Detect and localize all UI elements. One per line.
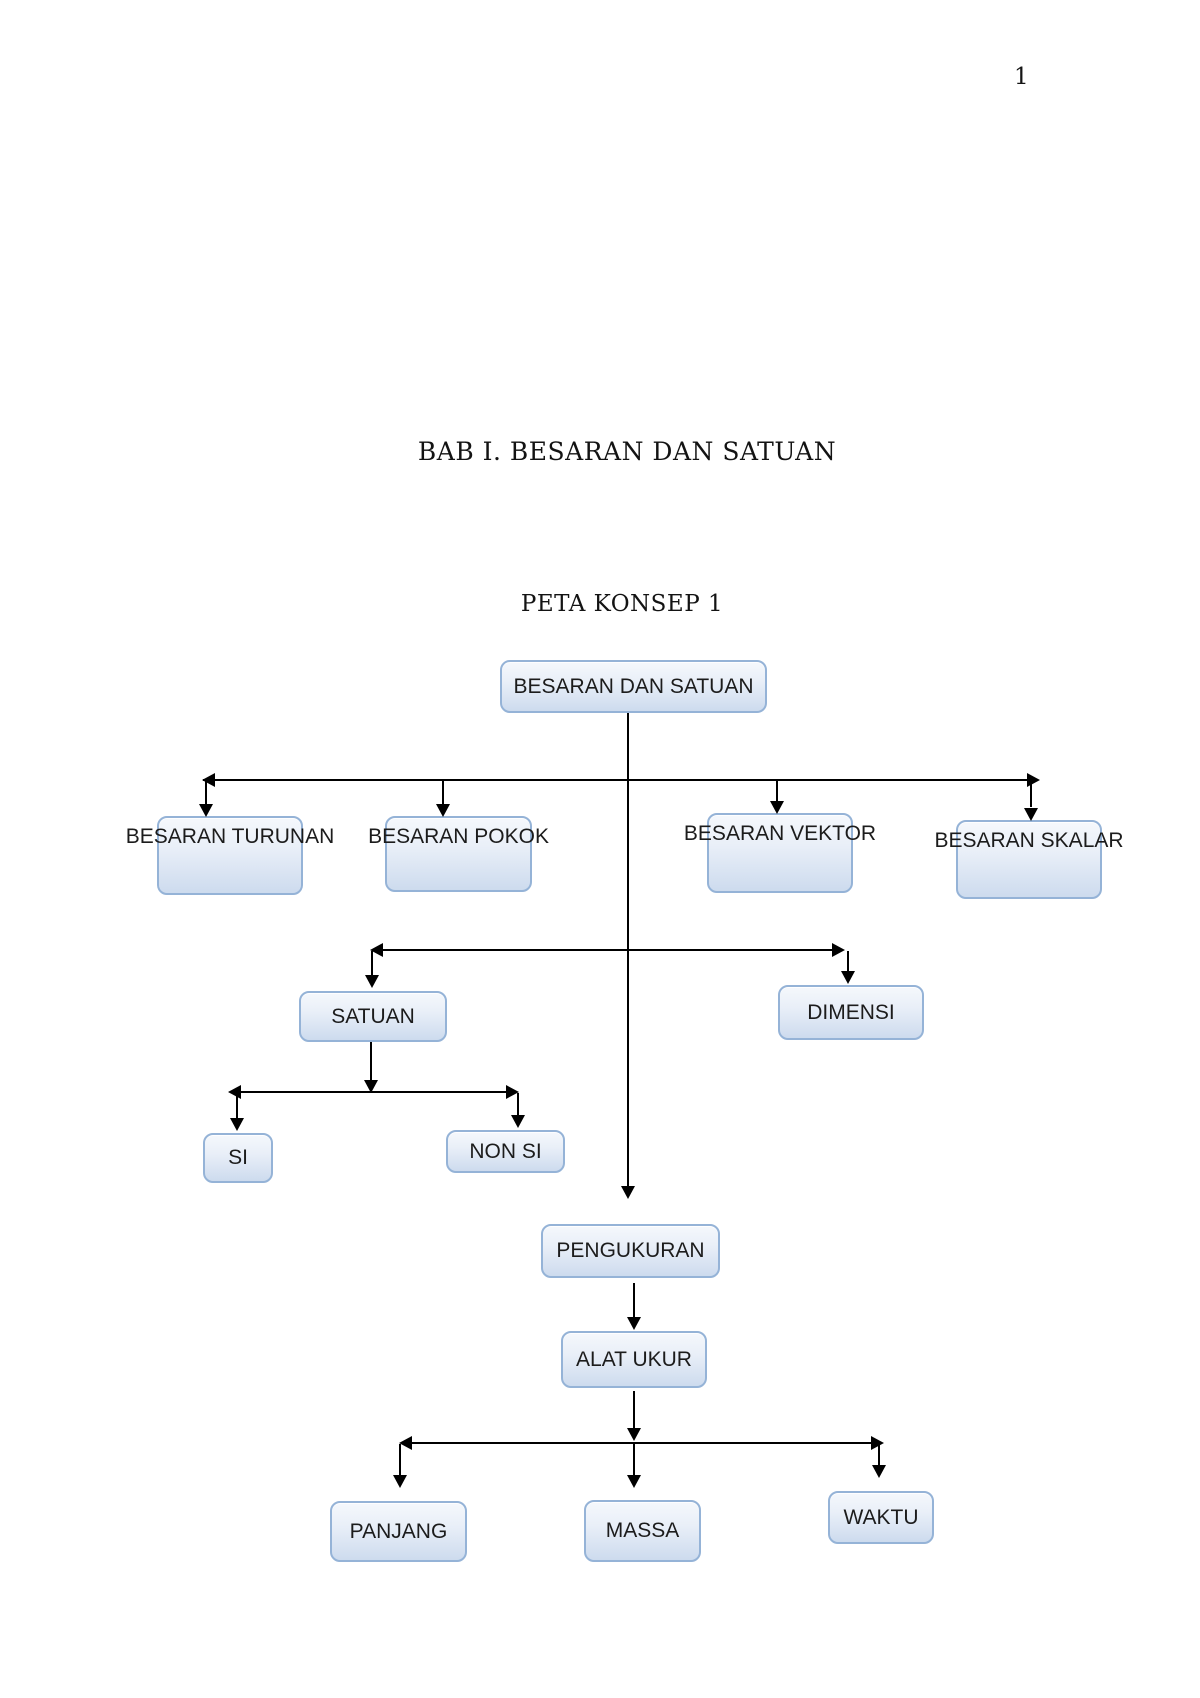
- connector-row2-rail: [374, 949, 842, 951]
- node-alat-ukur: ALAT UKUR: [561, 1331, 707, 1388]
- node-non-si: NON SI: [446, 1130, 565, 1173]
- arrowhead-row2-left: [370, 943, 383, 957]
- arrowhead-row3-right: [506, 1085, 519, 1099]
- connector-row4-rail: [403, 1442, 880, 1444]
- node-besaran-turunan: BESARAN TURUNAN: [126, 816, 334, 895]
- arrowhead-dimensi: [841, 971, 855, 984]
- node-satuan: SATUAN: [299, 991, 447, 1042]
- node-label: BESARAN TURUNAN: [125, 825, 335, 848]
- page-number: 1: [1014, 64, 1029, 90]
- arrowhead-skalar: [1024, 808, 1038, 821]
- connector-drop-panjang: [399, 1444, 401, 1475]
- arrowhead-satuan: [365, 975, 379, 988]
- connector-row1-rail: [203, 779, 1037, 781]
- diagram-title: PETA KONSEP 1: [520, 591, 724, 617]
- node-besaran-pokok: BESARAN POKOK: [368, 816, 549, 892]
- connector-satuan-stem: [370, 1042, 372, 1080]
- node-waktu: WAKTU: [828, 1491, 934, 1544]
- node-label: BESARAN DAN SATUAN: [513, 674, 754, 698]
- node-massa: MASSA: [584, 1500, 701, 1562]
- connector-alat-ukur-stem: [633, 1391, 635, 1428]
- chapter-title: BAB I. BESARAN DAN SATUAN: [417, 437, 837, 466]
- connector-root-stem: [627, 713, 629, 780]
- connector-drop-turunan: [205, 781, 207, 804]
- node-panjang: PANJANG: [330, 1501, 467, 1562]
- arrowhead-pokok: [436, 804, 450, 817]
- arrowhead-waktu: [872, 1465, 886, 1478]
- node-label: SI: [228, 1146, 248, 1170]
- arrowhead-satuan-stem: [364, 1080, 378, 1093]
- node-label: SATUAN: [331, 1004, 415, 1028]
- node-pengukuran: PENGUKURAN: [541, 1224, 720, 1278]
- connector-drop-waktu: [878, 1444, 880, 1465]
- arrowhead-row4-right: [871, 1436, 884, 1450]
- arrowhead-non-si: [511, 1115, 525, 1128]
- arrowhead-row4-left: [399, 1436, 412, 1450]
- connector-row3-rail: [232, 1091, 515, 1093]
- node-label: PENGUKURAN: [556, 1239, 705, 1263]
- connector-drop-non-si: [517, 1093, 519, 1115]
- node-label: BESARAN POKOK: [368, 825, 549, 848]
- node-label: PANJANG: [349, 1519, 448, 1543]
- connector-drop-satuan: [371, 951, 373, 975]
- connector-drop-dimensi: [847, 951, 849, 971]
- connector-pengukuran-stem: [633, 1283, 635, 1317]
- node-besaran-vektor: BESARAN VEKTOR: [684, 813, 876, 893]
- arrowhead-pengukuran: [621, 1186, 635, 1199]
- connector-drop-skalar: [1030, 781, 1032, 807]
- node-si: SI: [203, 1133, 273, 1183]
- node-dimensi: DIMENSI: [778, 985, 924, 1040]
- arrowhead-massa: [627, 1475, 641, 1488]
- arrowhead-si: [230, 1118, 244, 1131]
- arrowhead-vektor: [770, 801, 784, 814]
- node-label: DIMENSI: [807, 1000, 895, 1024]
- node-besaran-skalar: BESARAN SKALAR: [934, 820, 1124, 899]
- arrowhead-row3-left: [228, 1085, 241, 1099]
- arrowhead-row2-right: [832, 943, 845, 957]
- connector-drop-vektor: [776, 781, 778, 801]
- node-label: MASSA: [605, 1519, 680, 1543]
- arrowhead-row1-left: [202, 773, 215, 787]
- connector-drop-si: [236, 1093, 238, 1118]
- node-label: BESARAN SKALAR: [934, 829, 1124, 852]
- node-label: ALAT UKUR: [576, 1347, 692, 1371]
- arrowhead-alat-ukur-stem: [627, 1428, 641, 1441]
- connector-drop-massa: [633, 1444, 635, 1475]
- arrowhead-turunan: [199, 804, 213, 817]
- node-label: WAKTU: [843, 1505, 919, 1529]
- connector-central-stem: [627, 781, 629, 1186]
- arrowhead-panjang: [393, 1475, 407, 1488]
- node-label: NON SI: [469, 1139, 542, 1163]
- node-besaran-dan-satuan: BESARAN DAN SATUAN: [500, 660, 767, 713]
- arrowhead-alat-ukur: [627, 1317, 641, 1330]
- node-label: BESARAN VEKTOR: [683, 822, 877, 845]
- arrowhead-row1-right: [1027, 773, 1040, 787]
- connector-drop-pokok: [442, 781, 444, 804]
